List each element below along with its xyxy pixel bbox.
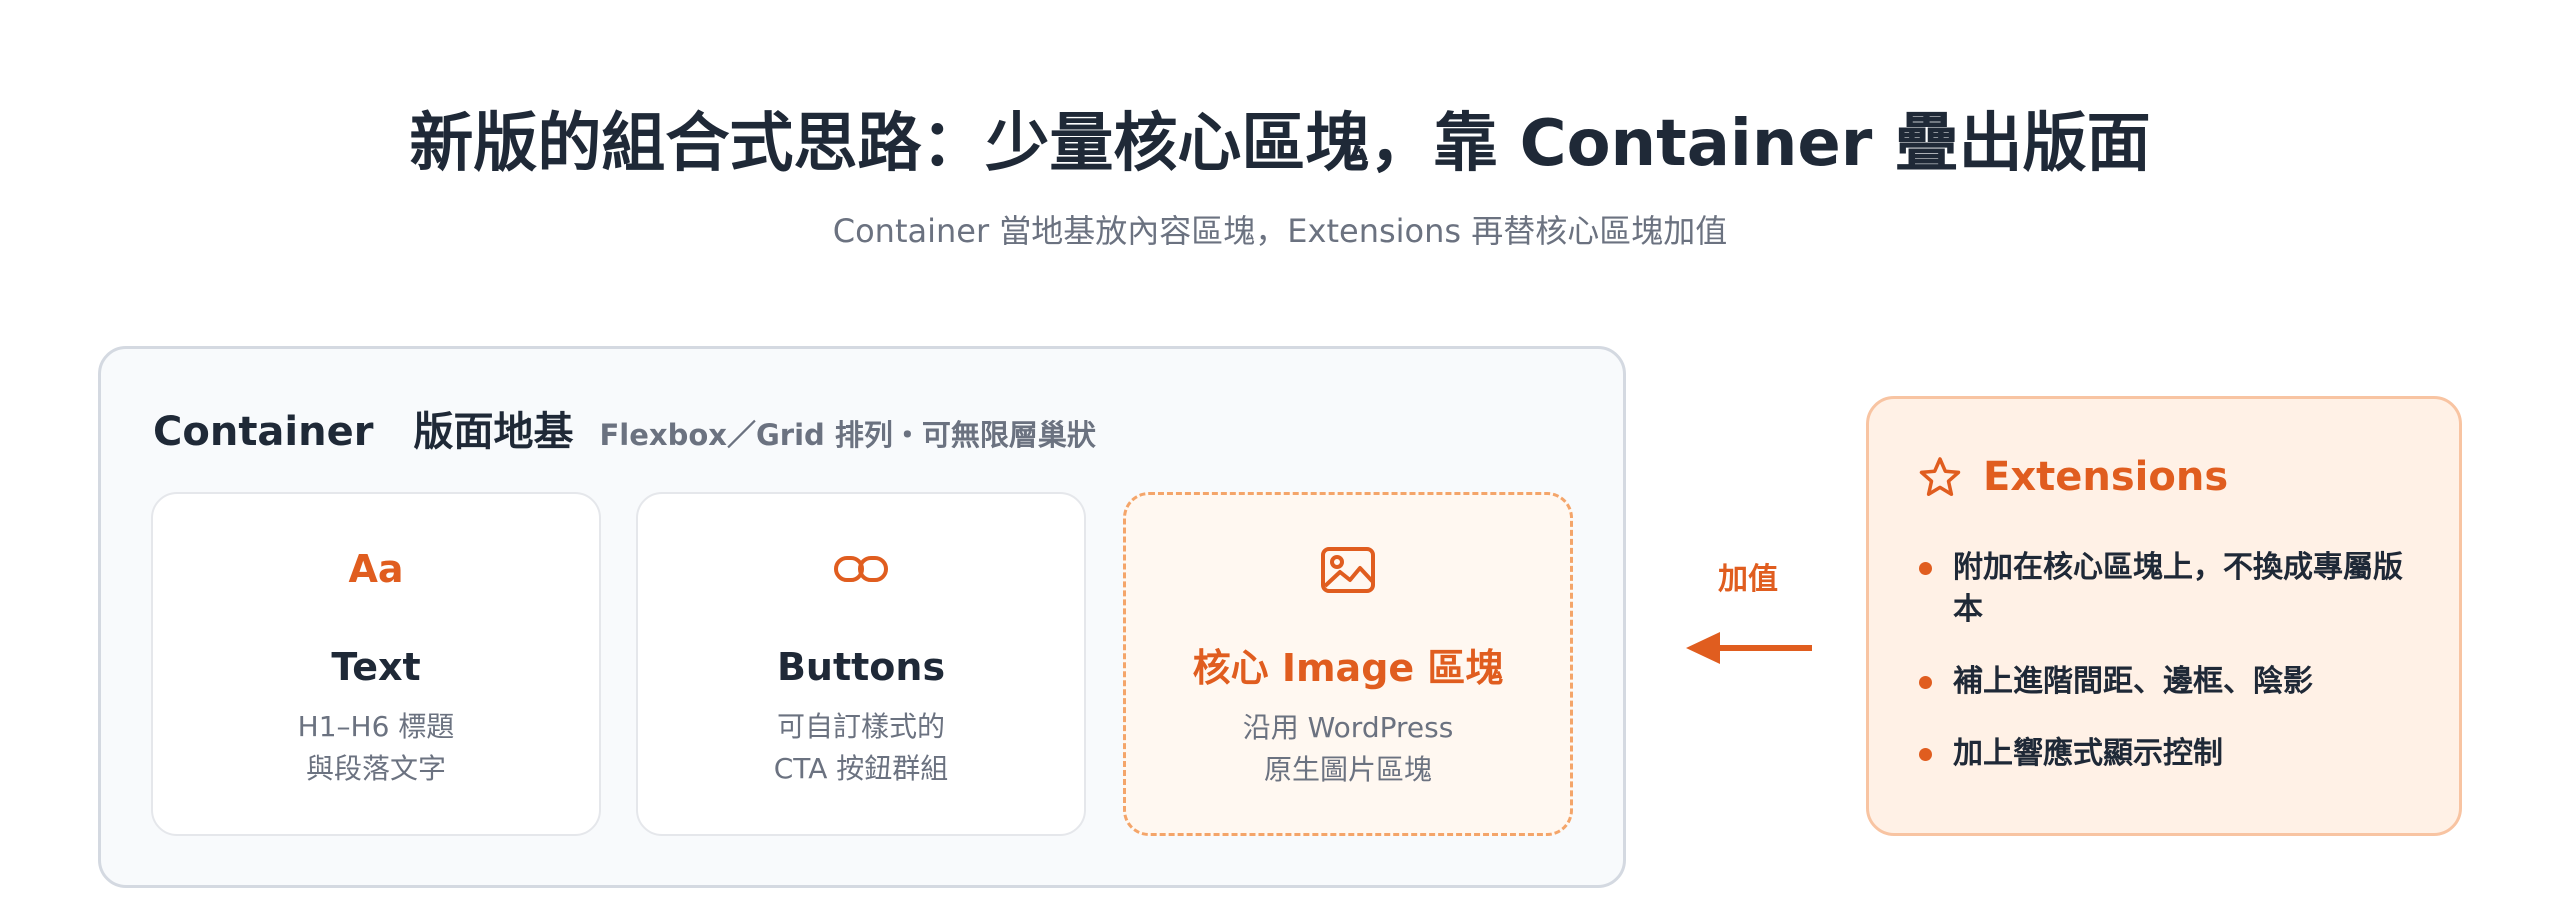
- extensions-item-text: 加上響應式顯示控制: [1953, 736, 2223, 771]
- extensions-list-item: 加上響應式顯示控制: [1919, 733, 2429, 775]
- extensions-heading: Extensions: [1919, 451, 2228, 503]
- image-card-desc-line2: 原生圖片區塊: [1263, 753, 1432, 786]
- text-card-desc-line1: H1–H6 標題: [297, 710, 455, 743]
- star-icon: [1919, 457, 1961, 496]
- buttons-card-description: 可自訂樣式的 CTA 按鈕群組: [638, 706, 1084, 790]
- image-card-title: 核心 Image 區塊: [1192, 646, 1504, 690]
- text-card-desc-line2: 與段落文字: [305, 752, 446, 785]
- image-card-desc-line1: 沿用 WordPress: [1242, 711, 1454, 744]
- bullet-dot: [1919, 676, 1932, 689]
- container-subtitle: Flexbox／Grid 排列・可無限層巢狀: [599, 418, 1096, 452]
- arrow-left-icon: [1686, 632, 1812, 664]
- text-block-card: Aa Text H1–H6 標題 與段落文字: [151, 492, 601, 836]
- buttons-card-title: Buttons: [776, 645, 946, 689]
- text-aa-icon: Aa: [153, 544, 599, 594]
- text-card-title: Text: [331, 645, 421, 689]
- extensions-list: 附加在核心區塊上，不換成專屬版本 補上進階間距、邊框、陰影 加上響應式顯示控制: [1919, 547, 2429, 805]
- container-title: Container 版面地基: [153, 409, 574, 455]
- text-card-description: H1–H6 標題 與段落文字: [153, 706, 599, 790]
- container-heading: Container 版面地基 Flexbox／Grid 排列・可無限層巢狀: [153, 399, 1096, 455]
- container-panel: Container 版面地基 Flexbox／Grid 排列・可無限層巢狀 Aa…: [98, 346, 1626, 888]
- page-title: 新版的組合式思路：少量核心區塊，靠 Container 疊出版面: [409, 107, 2151, 181]
- extensions-title: Extensions: [1983, 454, 2229, 500]
- image-icon: [1126, 545, 1570, 595]
- page-subtitle: Container 當地基放內容區塊，Extensions 再替核心區塊加值: [832, 212, 1728, 250]
- extensions-panel: Extensions 附加在核心區塊上，不換成專屬版本 補上進階間距、邊框、陰影…: [1866, 396, 2462, 836]
- bullet-dot: [1919, 748, 1932, 761]
- extensions-list-item: 補上進階間距、邊框、陰影: [1919, 661, 2429, 703]
- extensions-item-text: 附加在核心區塊上，不換成專屬版本: [1953, 550, 2403, 627]
- bullet-dot: [1919, 562, 1932, 575]
- extensions-item-text: 補上進階間距、邊框、陰影: [1953, 664, 2313, 699]
- extensions-list-item: 附加在核心區塊上，不換成專屬版本: [1919, 547, 2429, 631]
- buttons-block-card: Buttons 可自訂樣式的 CTA 按鈕群組: [636, 492, 1086, 836]
- buttons-card-desc-line1: 可自訂樣式的: [776, 710, 945, 743]
- link-buttons-icon: [638, 544, 1084, 594]
- image-block-card: 核心 Image 區塊 沿用 WordPress 原生圖片區塊: [1123, 492, 1573, 836]
- buttons-card-desc-line2: CTA 按鈕群組: [773, 752, 949, 785]
- image-card-description: 沿用 WordPress 原生圖片區塊: [1126, 707, 1570, 791]
- connector-label: 加值: [1718, 562, 1778, 597]
- text-aa-glyph: Aa: [348, 547, 404, 591]
